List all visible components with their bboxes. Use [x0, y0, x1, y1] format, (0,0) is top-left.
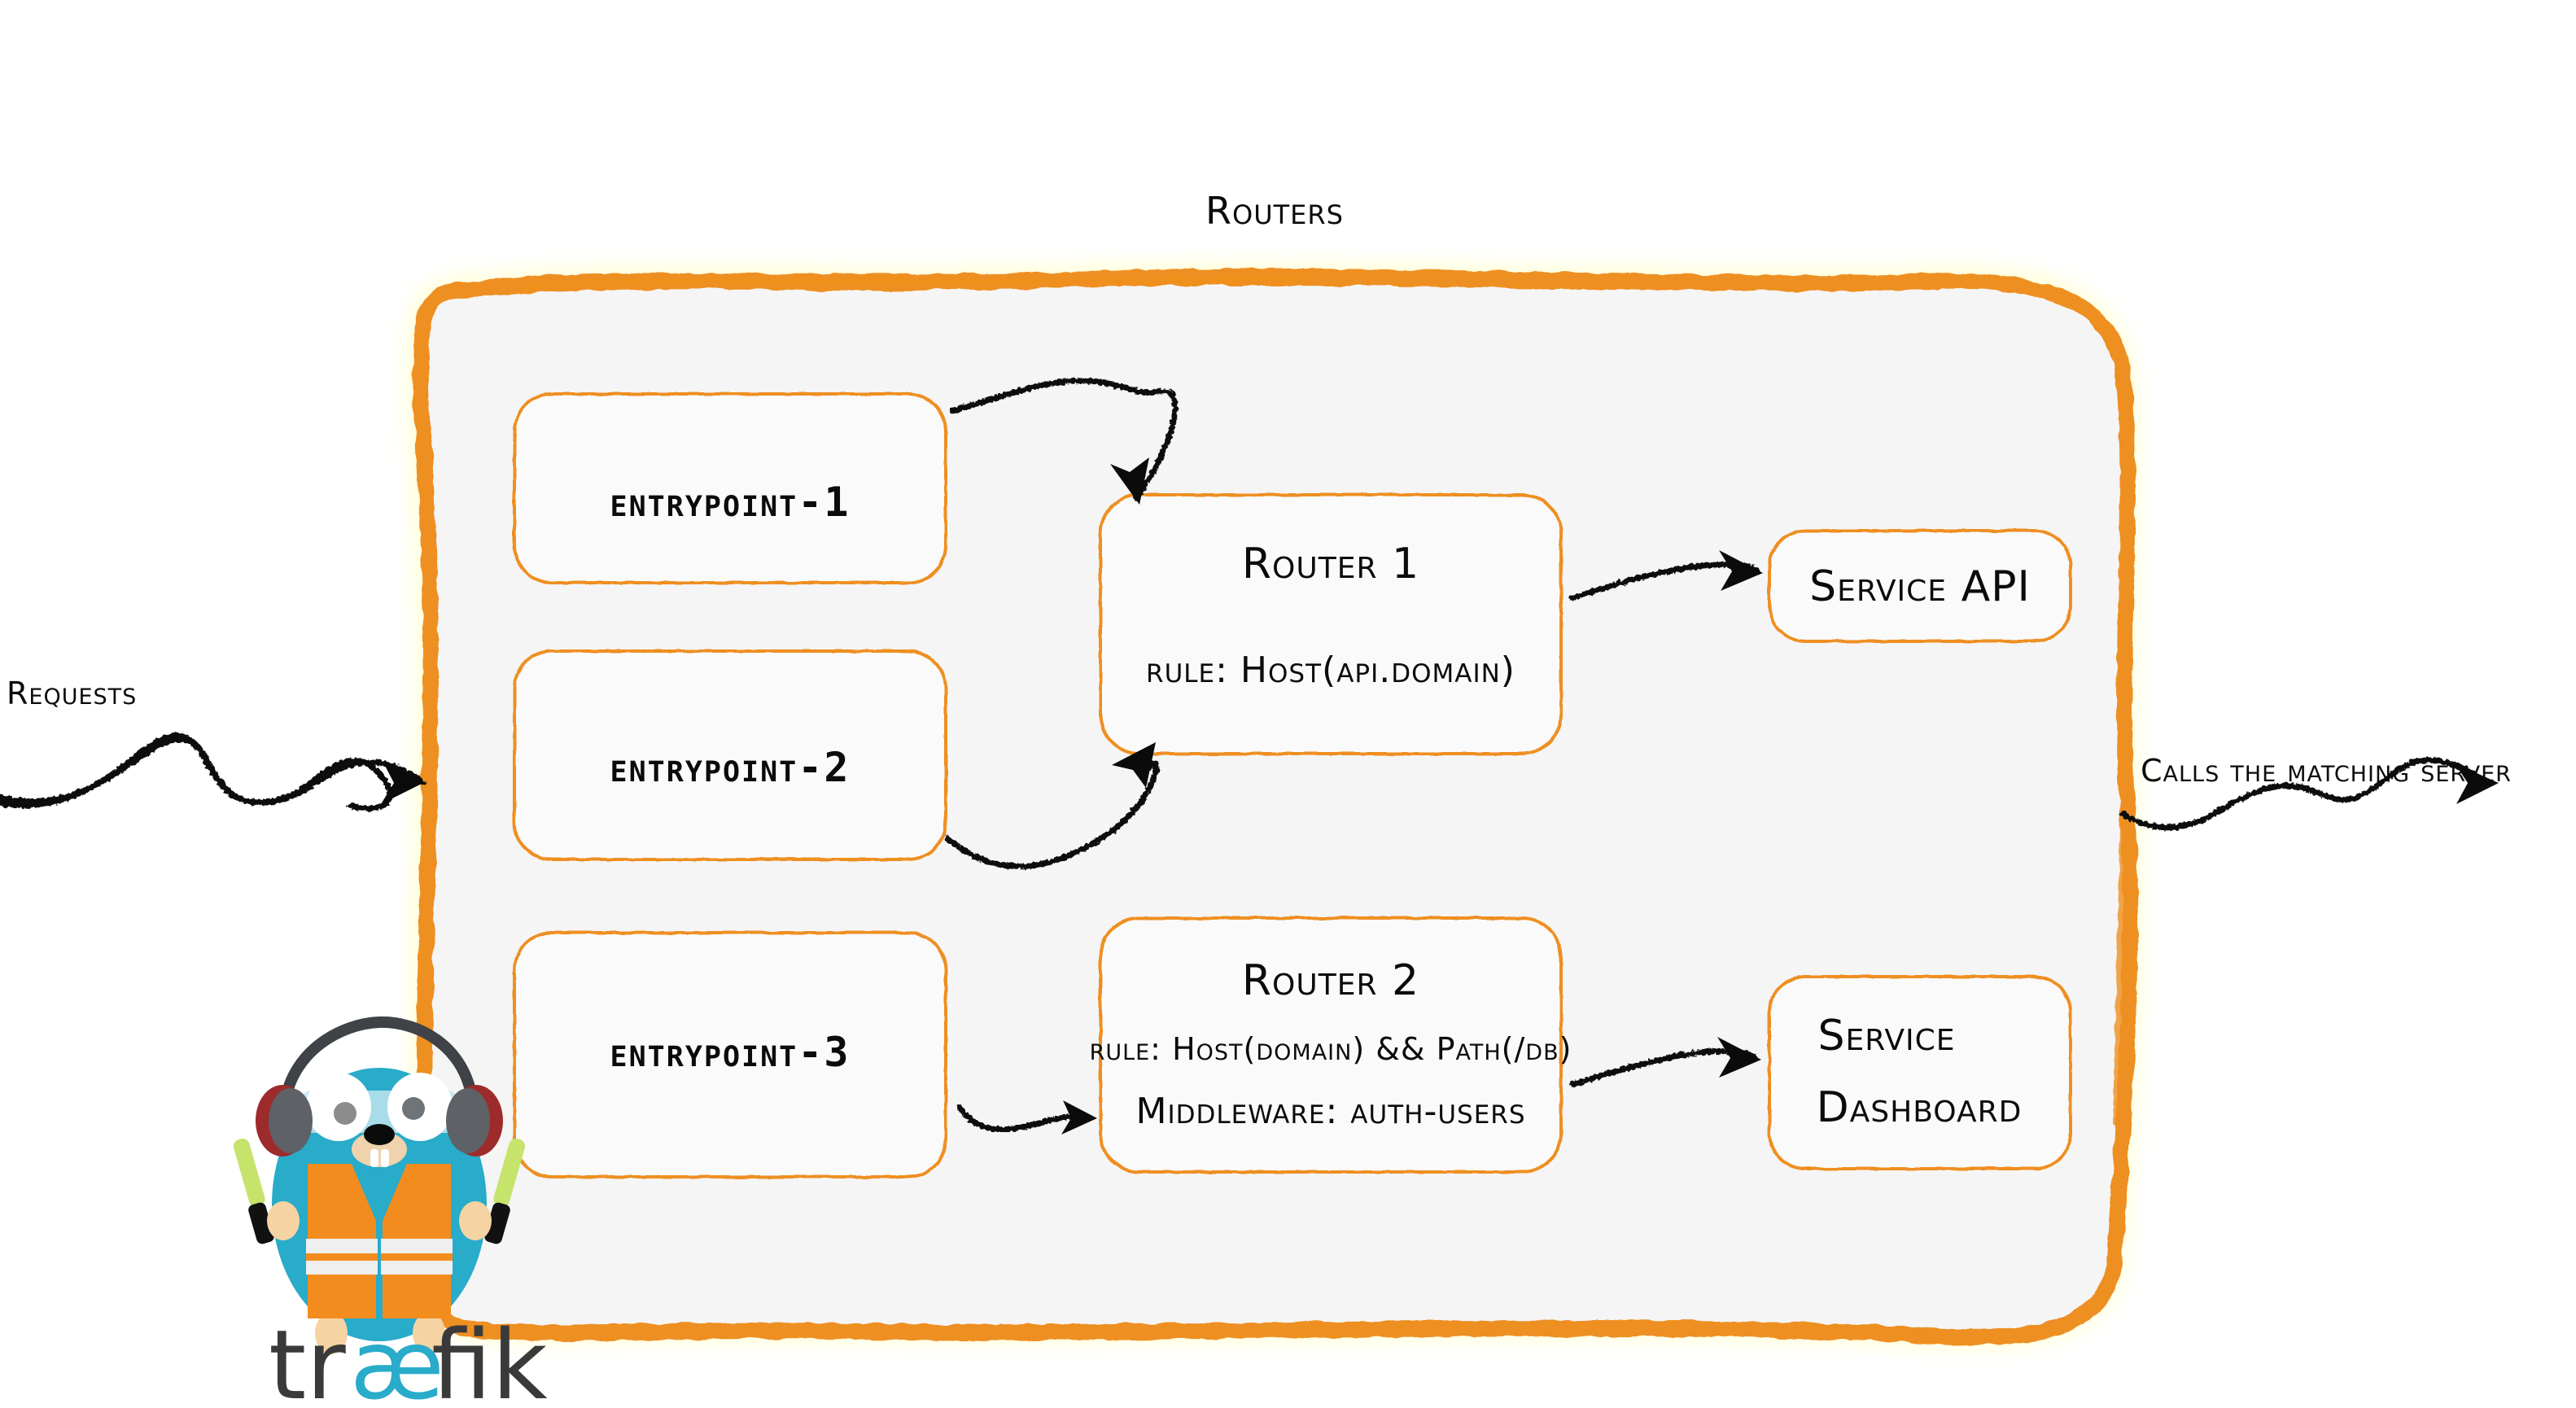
gopher-pupil-left: [334, 1102, 356, 1125]
gopher-foot-right: [413, 1312, 445, 1354]
router-1-node[interactable]: Router 1 rule: Host(api.domain): [1099, 493, 1563, 755]
page-title: Routers: [1205, 189, 1344, 233]
gopher-wand-left: [233, 1139, 274, 1244]
router-1-box: [1099, 493, 1563, 755]
calls-server-label: Calls the matching server: [2141, 753, 2512, 789]
gopher-earcup-left: [269, 1088, 313, 1153]
gopher-pupil-right: [402, 1097, 425, 1120]
service-dashboard-box: [1768, 975, 2072, 1170]
service-dashboard-label-line2: Dashboard: [1817, 1083, 2023, 1132]
traefik-logo: tr æ fik: [269, 1309, 548, 1408]
traefik-gopher-mascot: [233, 1016, 526, 1354]
calls-server-arrow: [2119, 757, 2499, 830]
gopher-nose: [364, 1124, 395, 1145]
entrypoint-1-box: [513, 392, 947, 584]
service-dashboard-label-line1: Service: [1818, 1012, 1956, 1060]
entrypoint-2-node[interactable]: entrypoint-2: [513, 649, 947, 861]
router-2-middleware: Middleware: auth-users: [1136, 1091, 1526, 1132]
gopher-tooth-right: [381, 1149, 389, 1167]
headphone-band: [279, 1016, 478, 1108]
gopher-hand-left: [267, 1201, 300, 1240]
entrypoint-2-box: [513, 649, 947, 861]
router-2-rule: rule: Host(domain) && Path(/db): [1090, 1031, 1572, 1067]
entrypoint2-to-router1-arrow: [944, 742, 1160, 869]
service-dashboard-node[interactable]: Service Dashboard: [1768, 975, 2072, 1170]
service-api-box: [1768, 529, 2072, 643]
traefik-logo-ae: æ: [350, 1309, 444, 1408]
router2-to-service-dashboard-arrowhead: [1717, 1037, 1761, 1078]
entrypoint1-to-router1-arrow: [949, 378, 1179, 505]
router-1-rule: rule: Host(api.domain): [1146, 649, 1515, 691]
router-2-node[interactable]: Router 2 rule: Host(domain) && Path(/db)…: [1090, 916, 1572, 1174]
gopher-tooth-left: [370, 1149, 378, 1167]
entrypoint-1-node[interactable]: entrypoint-1: [513, 392, 947, 584]
router-2-box: [1099, 916, 1563, 1174]
entrypoint3-to-router2-arrowhead: [1061, 1100, 1097, 1135]
gopher-wand-right: [484, 1139, 526, 1244]
panel-border: [413, 269, 2138, 1346]
service-api-label: Service API: [1809, 562, 2031, 611]
router1-to-service-api-arrow: [1569, 550, 1763, 601]
calls-server-arrowhead: [2455, 763, 2499, 804]
gopher-earcup-right: [446, 1088, 490, 1153]
traefik-logo-part2: fik: [431, 1309, 548, 1408]
router-1-title: Router 1: [1242, 540, 1419, 588]
entrypoint3-to-router2-arrow: [956, 1100, 1097, 1135]
service-api-node[interactable]: Service API: [1768, 529, 2072, 643]
entrypoint1-to-router1-arrowhead: [1110, 457, 1149, 505]
gopher-foot-left: [315, 1312, 348, 1354]
entrypoint-3-box: [513, 931, 947, 1178]
entrypoint-1-label: entrypoint-1: [610, 479, 851, 526]
requests-arrowhead: [381, 761, 423, 804]
traefik-logo-part1: tr: [269, 1309, 346, 1408]
gopher-vest-reflect-left: [306, 1253, 378, 1261]
router1-to-service-api-arrowhead: [1719, 550, 1763, 591]
requests-arrow: [0, 732, 426, 811]
gopher-hand-right: [459, 1201, 492, 1240]
entrypoint-3-label: entrypoint-3: [610, 1029, 851, 1076]
entrypoint-3-node[interactable]: entrypoint-3: [513, 931, 947, 1178]
entrypoint2-to-router1-arrowhead: [1112, 742, 1156, 788]
router2-to-service-dashboard-arrow: [1569, 1037, 1761, 1087]
entrypoint-2-label: entrypoint-2: [610, 744, 851, 791]
router-2-title: Router 2: [1242, 956, 1419, 1005]
gopher-muzzle: [352, 1131, 407, 1167]
gopher-vest-reflect-right: [381, 1253, 453, 1261]
requests-label: Requests: [7, 676, 137, 711]
